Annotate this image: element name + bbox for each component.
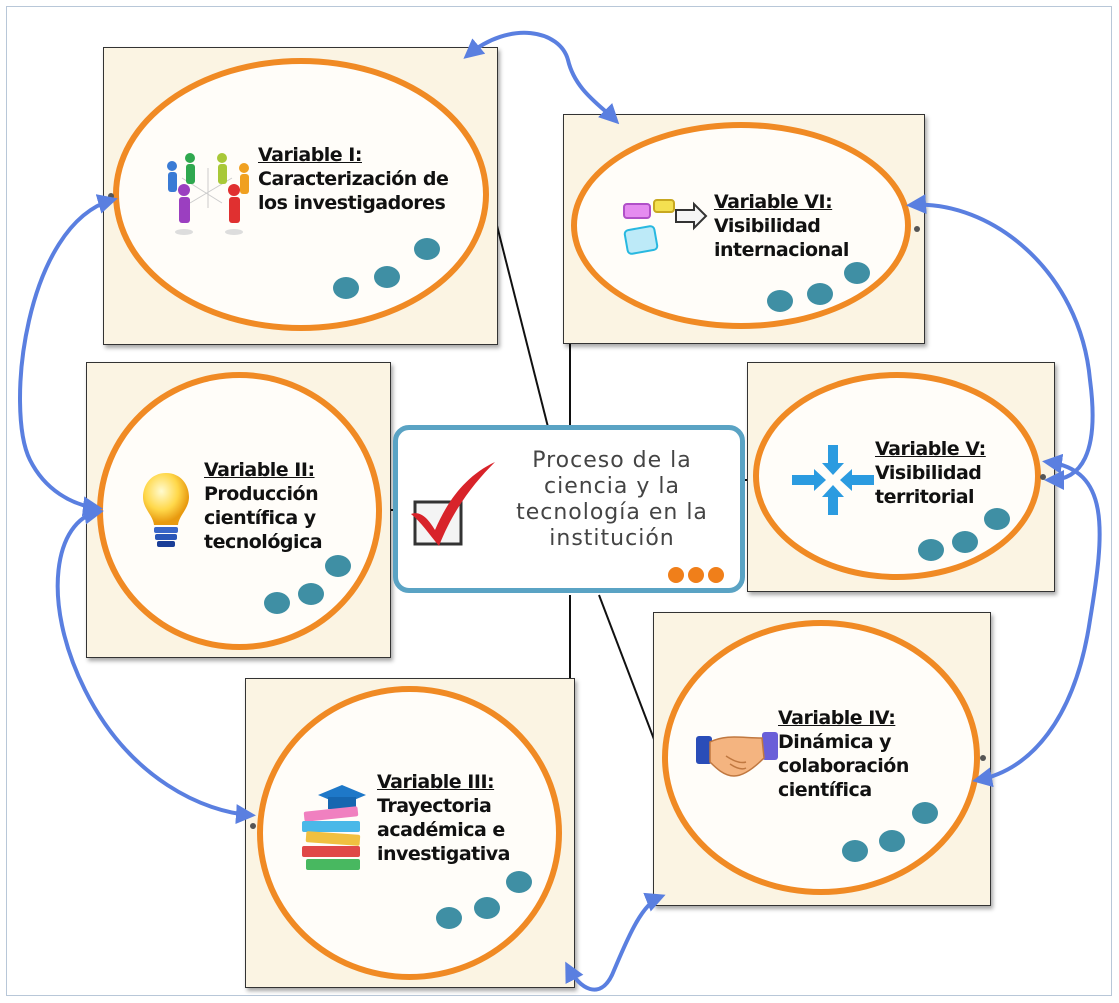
variable-1-dot: [414, 238, 440, 260]
variable-5-dot: [918, 539, 944, 561]
variable-4-oval: [662, 620, 980, 895]
variable-6-label: Variable VI: Visibilidad internacional: [714, 190, 894, 262]
variable-6-description: Visibilidad internacional: [714, 215, 849, 261]
diagram-frame: [6, 6, 1112, 996]
variable-1-oval: [113, 58, 489, 331]
variable-2-title: Variable II:: [204, 459, 315, 481]
variable-6-dot: [844, 262, 870, 284]
variable-4-description: Dinámica y colaboración científica: [778, 731, 909, 801]
variable-1-label: Variable I: Caracterización de los inves…: [258, 143, 458, 215]
variable-3-dot: [436, 907, 462, 929]
variable-6-dot: [767, 290, 793, 312]
variable-2-dot: [264, 592, 290, 614]
variable-4-label: Variable IV: Dinámica y colaboración cie…: [778, 706, 953, 802]
variable-1-title: Variable I:: [258, 144, 362, 166]
variable-6-title: Variable VI:: [714, 191, 833, 213]
center-topic-text: Proceso de la ciencia y la tecnología en…: [516, 448, 708, 551]
variable-5-dot: [952, 531, 978, 553]
folders-arrow-icon: [623, 199, 708, 255]
arrow-v1-v6: [463, 30, 620, 125]
arrow-v5-v4: [972, 453, 1102, 788]
variable-4-title: Variable IV:: [778, 707, 896, 729]
variable-1-description: Caracterización de los investigadores: [258, 168, 449, 214]
converging-arrows-icon: [792, 445, 874, 515]
arrow-v1-v2: [18, 194, 118, 517]
checkmark-checkbox-icon: [411, 462, 495, 546]
center-more-dot: [668, 567, 684, 583]
people-network-icon: [167, 153, 249, 235]
center-more-dot: [688, 567, 704, 583]
variable-2-dot: [298, 583, 324, 605]
variable-3-dot: [506, 871, 532, 893]
variable-4-dot: [912, 802, 938, 824]
variable-4-dot: [879, 830, 905, 852]
variable-3-title: Variable III:: [377, 771, 495, 793]
variable-1-dot: [374, 266, 400, 288]
center-more-dot: [708, 567, 724, 583]
variable-4-dot: [842, 840, 868, 862]
arrow-v2-v3: [55, 504, 256, 825]
variable-3-dot: [474, 897, 500, 919]
handshake-icon: [696, 732, 778, 777]
variable-1-dot: [333, 277, 359, 299]
arrow-v3-v4: [565, 892, 666, 992]
center-topic-box: [393, 425, 745, 593]
variable-3-description: Trayectoria académica e investigativa: [377, 795, 510, 865]
arrow-v6-v5: [906, 194, 1095, 490]
variable-6-dot: [807, 283, 833, 305]
connector-point: [250, 823, 256, 829]
variable-3-label: Variable III: Trayectoria académica e in…: [377, 770, 552, 866]
variable-2-dot: [325, 555, 351, 577]
books-graduation-cap-icon: [302, 785, 366, 870]
